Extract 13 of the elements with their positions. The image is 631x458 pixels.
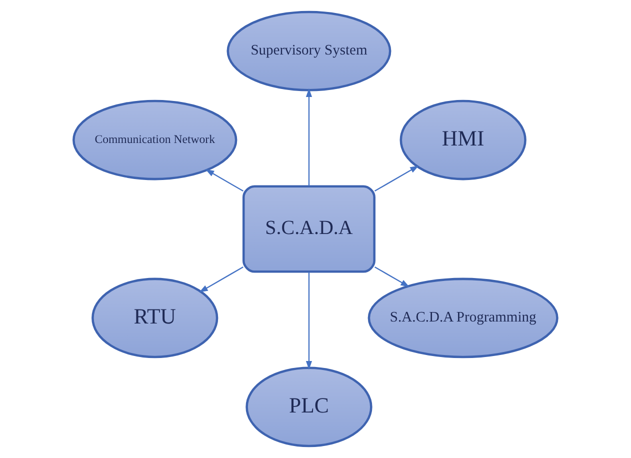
- arrow: [306, 88, 312, 186]
- node-ellipse: RTU: [92, 278, 218, 358]
- node-ellipse: S.A.C.D.A Programming: [368, 278, 558, 358]
- node-ellipse: PLC: [246, 366, 372, 448]
- node-box: S.C.A.D.A: [242, 185, 376, 273]
- node-ellipse: Supervisory System: [226, 10, 392, 92]
- arrow: [199, 266, 244, 292]
- arrow: [374, 266, 410, 288]
- arrow: [205, 169, 244, 192]
- arrow: [374, 166, 419, 192]
- node-ellipse: Communication Network: [72, 100, 238, 180]
- node-ellipse: HMI: [400, 100, 526, 180]
- arrow: [306, 272, 312, 370]
